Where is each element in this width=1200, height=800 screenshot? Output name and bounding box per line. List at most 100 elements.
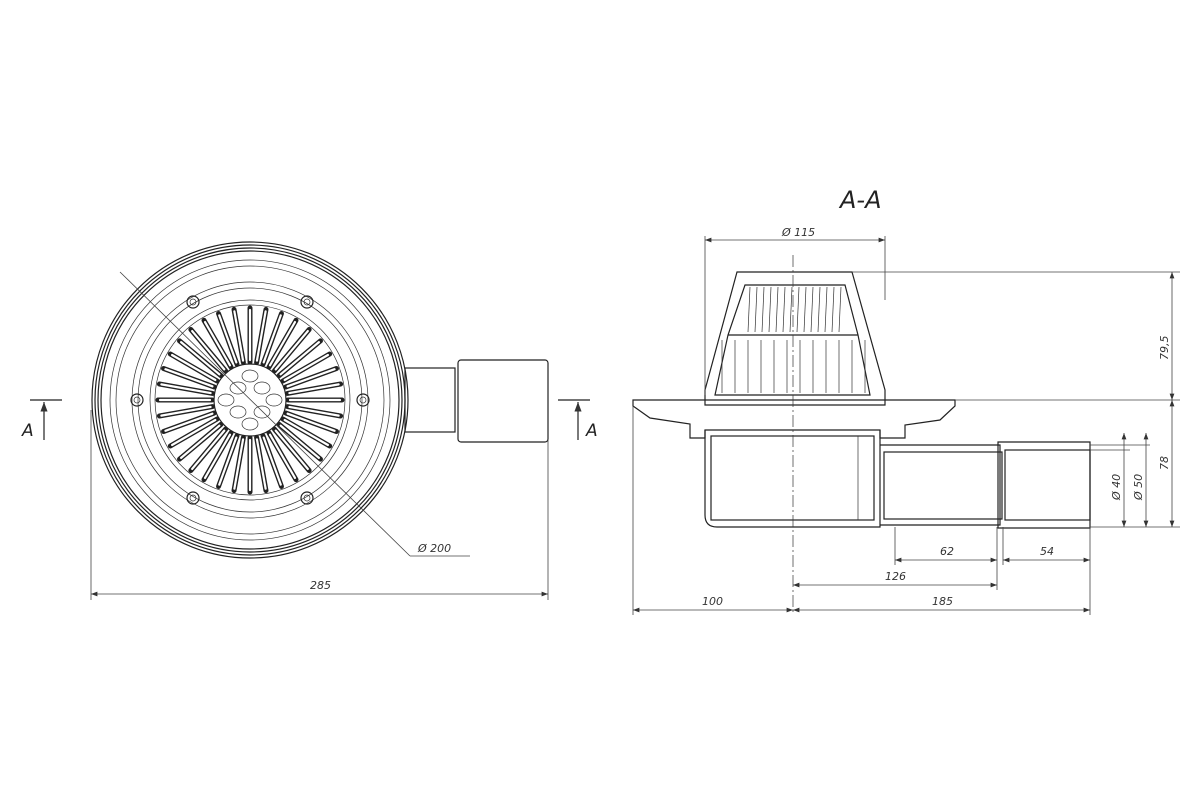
mounting-lugs (130, 295, 370, 505)
lug (356, 393, 370, 407)
grate-rib-inner (233, 310, 245, 362)
flange-section (632, 399, 956, 439)
ring (137, 287, 363, 513)
center-slot (253, 381, 271, 395)
grate-rib-inner (288, 405, 340, 417)
lug (130, 393, 144, 407)
dome-height-label: 79,5 (1158, 336, 1171, 361)
ring (115, 265, 385, 535)
diameter-leader (119, 271, 411, 557)
lug-hole (303, 494, 311, 502)
grate-rib-inner (279, 424, 321, 459)
left-100-label: 100 (702, 595, 723, 608)
grate-rib-inner (203, 433, 232, 480)
grate-rib-inner (170, 418, 217, 447)
section-mark-left: A (21, 421, 34, 441)
lug-hole (303, 298, 311, 306)
grate-rib-inner (274, 329, 309, 371)
grate-rib-inner (164, 368, 214, 388)
lug (300, 491, 314, 505)
dome-rib (817, 286, 821, 333)
grate-rib-inner (233, 438, 245, 490)
right-185-label: 185 (932, 595, 953, 608)
body-cavity (710, 435, 875, 521)
top-diameter-label: Ø 115 (781, 226, 815, 239)
lug (300, 295, 314, 309)
length-54-label: 54 (1040, 545, 1054, 558)
grate-rib-inner (179, 341, 221, 376)
section-mark-right: A (585, 421, 598, 441)
diameter-label: Ø 200 (417, 542, 451, 555)
center-slot (229, 381, 247, 395)
outlet-outer-label: Ø 50 (1132, 474, 1145, 501)
center-slot (241, 369, 259, 383)
dome-rib (775, 286, 779, 333)
dome-ribs (721, 286, 866, 393)
grate-rib-inner (286, 412, 336, 432)
dome-rib (768, 286, 772, 333)
grate-rib-inner (286, 368, 336, 388)
dome-rib (789, 286, 793, 333)
dome-rib (747, 286, 751, 333)
outlet-socket-section (997, 441, 1091, 529)
grate-rib-inner (255, 310, 267, 362)
flange-rings (91, 241, 409, 559)
grate-rib-inner (191, 329, 226, 371)
grate-rib-inner (268, 320, 297, 367)
grate-rib-inner (283, 353, 330, 382)
grate-rib-inner (288, 383, 340, 395)
center-slot (217, 393, 235, 407)
lug-hole (189, 494, 197, 502)
ring (97, 247, 403, 553)
center-slot (241, 417, 259, 431)
lug-hole (359, 396, 367, 404)
ring (131, 281, 369, 519)
ring (109, 259, 391, 541)
lug-hole (133, 396, 141, 404)
grate-rib-inner (218, 314, 238, 364)
dome-rib (796, 286, 800, 333)
plan-view: Ø 200 285 A A (21, 241, 598, 600)
outlet-pipe-socket (457, 359, 549, 443)
outlet-pipe-neck (404, 367, 456, 433)
dome-rib (761, 286, 765, 333)
dome-rib (831, 286, 835, 333)
section-view: A-A Ø 115 79,5 78 Ø 40 Ø 50 (632, 186, 1180, 615)
grate-rib-inner (268, 433, 297, 480)
lug (186, 295, 200, 309)
lug-hole (189, 298, 197, 306)
dome-rib (754, 286, 758, 333)
dome-rib (782, 286, 786, 333)
center-slot (229, 405, 247, 419)
ring (100, 250, 400, 550)
length-62-label: 62 (940, 545, 954, 558)
grate-rib-inner (262, 436, 282, 486)
body-shell (704, 430, 881, 528)
ring (94, 244, 406, 556)
dome-grate (714, 284, 871, 396)
section-title: A-A (838, 186, 882, 214)
body-height-label: 78 (1158, 456, 1171, 470)
grate-rib-inner (218, 436, 238, 486)
grate-ribs (154, 304, 346, 496)
dome-rib (810, 286, 814, 333)
grate-rib-inner (160, 383, 212, 395)
length-126-label: 126 (885, 570, 906, 583)
grate-rib-inner (279, 341, 321, 376)
grate-rib-inner (164, 412, 214, 432)
grate-rib-inner (191, 429, 226, 471)
grate-rim (154, 304, 346, 496)
grate-rib-inner (255, 438, 267, 490)
center-slot (253, 405, 271, 419)
grate-rib-inner (179, 424, 221, 459)
dome-rib (838, 286, 842, 333)
grate-rib-inner (203, 320, 232, 367)
grate-rib-inner (262, 314, 282, 364)
center-slot (265, 393, 283, 407)
overall-width-label: 285 (310, 579, 331, 592)
ring (149, 299, 351, 501)
dome-rib (803, 286, 807, 333)
ring (91, 241, 409, 559)
